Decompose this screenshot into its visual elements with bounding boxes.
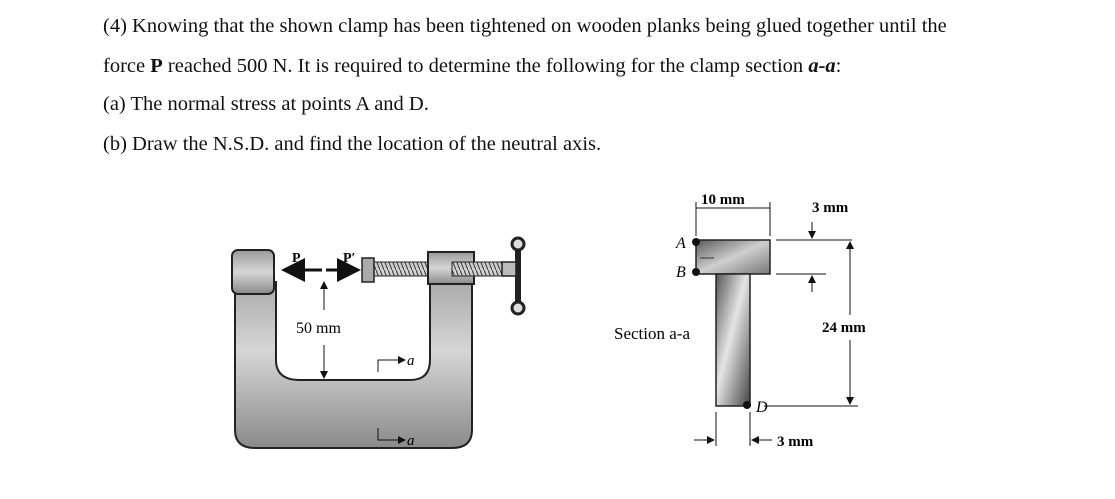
force-p-prime-label: P′ (343, 251, 356, 266)
section-mark-bottom-label: a (407, 433, 415, 449)
point-b-dot (692, 268, 700, 276)
section-mark-top-label: a (407, 353, 415, 369)
force-symbol: P (150, 55, 163, 77)
section-caption: Section a-a (614, 324, 690, 343)
flange-thickness-label: 3 mm (812, 200, 849, 216)
section-cut-arrow-top (398, 356, 406, 364)
t-section-drawing: A B D 10 mm 3 mm 24 mm 3 mm Section a-a (614, 192, 866, 450)
text: : (835, 55, 842, 77)
t-section-flange (695, 239, 771, 275)
clamp-fixed-jaw (231, 249, 275, 295)
point-d-dot (743, 401, 751, 409)
clamp-handle-knob-bottom (510, 300, 526, 316)
text: force (103, 55, 151, 77)
clamp-screw-rod-end (451, 261, 503, 277)
section-cut-arrow-bottom (398, 436, 406, 444)
flange-width-label: 10 mm (701, 192, 745, 208)
part-a-question: (a) The normal stress at points A and D. (103, 93, 429, 115)
distance-label: 50 mm (296, 320, 341, 337)
problem-statement-line-2: force P reached 500 N. It is required to… (103, 54, 841, 78)
force-p-label: P (292, 251, 301, 266)
total-depth-label: 24 mm (822, 320, 866, 336)
text: reached 500 N. It is required to determi… (162, 55, 809, 77)
web-thickness-label: 3 mm (777, 434, 814, 450)
section-cut-mark-bottom (377, 428, 398, 441)
section-symbol: a-a (808, 55, 836, 77)
problem-statement-line-1: (4) Knowing that the shown clamp has bee… (103, 15, 947, 37)
clamp-swivel-pad (361, 257, 375, 283)
point-a-label: A (675, 235, 686, 252)
point-b-label: B (676, 264, 686, 281)
c-clamp-drawing: P P′ 50 mm a a (231, 236, 526, 449)
t-section-web (715, 273, 751, 407)
clamp-handle-knob-top (510, 236, 526, 252)
point-a-dot (692, 238, 700, 246)
part-b-question: (b) Draw the N.S.D. and find the locatio… (103, 133, 602, 155)
point-d-label: D (755, 399, 768, 416)
section-cut-mark-top (377, 359, 398, 372)
clamp-screw-collar (501, 261, 517, 277)
